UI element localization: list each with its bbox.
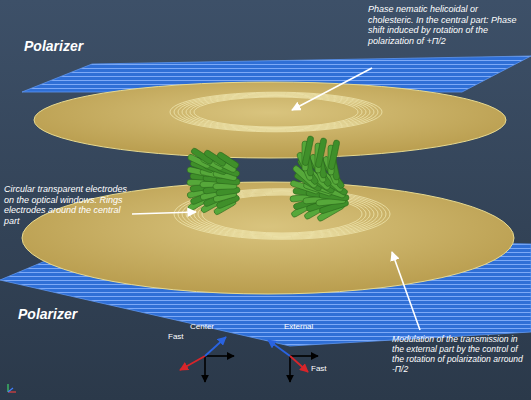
- top-ring-electrodes: [170, 92, 382, 132]
- part-name: Polarizer: [18, 306, 118, 323]
- annotation: Modulation of the transmission in the ex…: [392, 334, 528, 375]
- external-axes: [268, 340, 318, 382]
- view-axis-icon: [8, 384, 16, 392]
- axis-label: External: [284, 322, 344, 331]
- center-axes: [180, 337, 234, 382]
- liquid-crystal-molecules: [187, 136, 350, 223]
- leader-line: [132, 212, 196, 214]
- top-electrode: [34, 82, 506, 158]
- axis-label: Fast: [168, 332, 198, 341]
- axis-label: Center: [190, 322, 240, 331]
- annotation: Circular transparent electrodes on the o…: [4, 184, 128, 226]
- leader-line: [292, 68, 372, 110]
- part-name: Polarizer: [24, 38, 124, 55]
- bottom-ring-electrodes: [174, 189, 390, 240]
- axis-label: Fast: [311, 364, 341, 373]
- leader-line: [392, 252, 420, 330]
- annotation: Phase nematic helicoidal or cholesteric.…: [368, 4, 526, 46]
